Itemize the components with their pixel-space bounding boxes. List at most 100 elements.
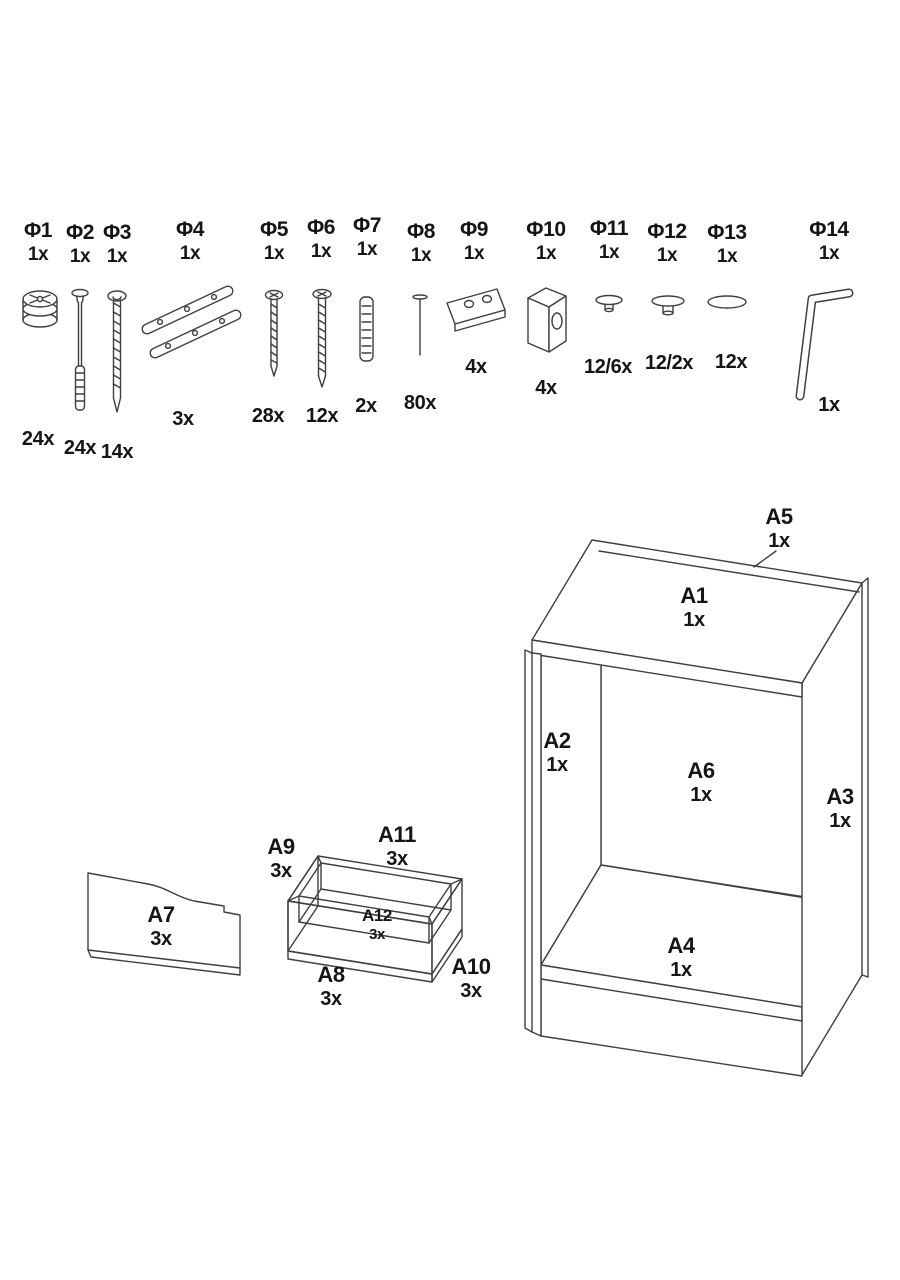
part-code: A4 [667,933,695,958]
part-count: 1x [768,529,790,552]
part-count: 1x [829,809,851,832]
part-code: Φ2 [65,221,95,244]
part-code: Φ13 [707,221,747,244]
panel-label-a5: A5 1x [765,504,793,554]
part-count: 1x [310,240,332,262]
part-code: Φ14 [809,218,849,241]
cover-cap-small-icon [595,294,623,313]
part-count: 1x [263,242,285,264]
part-code: A11 [378,822,416,847]
part-count: 1x [410,244,432,266]
part-code: Φ7 [352,214,382,237]
panel-label-a1: A1 1x [680,583,708,633]
part-code: Φ4 [175,218,205,241]
part-count: 3x [320,987,342,1010]
cam-lock-icon [22,290,58,328]
part-code: A9 [267,834,295,859]
part-count: 3x [270,859,292,882]
hw-qty-phi12: 12/2x [644,352,694,374]
part-count: 1x [670,958,692,981]
panel-label-a6: A6 1x [687,758,715,808]
part-code: A6 [687,758,715,783]
hw-label-phi3: Φ3 1x [102,221,132,268]
part-count: 3x [150,927,172,950]
hw-qty-phi11: 12/6x [583,356,633,378]
part-code: A1 [680,583,708,608]
hw-qty-phi1: 24x [21,428,55,450]
panel-label-a2: A2 1x [543,728,571,778]
hw-label-phi6: Φ6 1x [306,216,336,263]
part-code: A2 [543,728,571,753]
part-count: 1x [463,242,485,264]
part-count: 1x [535,242,557,264]
part-code: Φ3 [102,221,132,244]
screw-icon [264,289,284,377]
part-count: 3x [460,979,482,1002]
hw-qty-phi6: 12x [305,405,339,427]
hw-label-phi14: Φ14 1x [809,218,849,265]
part-code: A10 [451,954,491,979]
panel-label-a8: A8 3x [317,962,345,1012]
part-count: 1x [27,243,49,265]
hw-qty-phi4: 3x [172,408,194,430]
hw-qty-phi7: 2x [355,395,377,417]
part-count: 1x [546,753,568,776]
hw-label-phi2: Φ2 1x [65,221,95,268]
hw-qty-phi5: 28x [251,405,285,427]
part-count: 1x [69,245,91,267]
hw-label-phi12: Φ12 1x [647,220,687,267]
hw-qty-phi10: 4x [535,377,557,399]
hw-label-phi11: Φ11 1x [589,217,629,264]
part-count: 1x [598,241,620,263]
part-count: 1x [683,608,705,631]
panel-label-a10: A10 3x [451,954,491,1004]
part-code: A5 [765,504,793,529]
part-count: 1x [818,242,840,264]
part-count: 1x [690,783,712,806]
hw-label-phi1: Φ1 1x [23,219,53,266]
hw-qty-phi14: 1x [818,394,840,416]
hw-qty-phi9: 4x [465,356,487,378]
part-code: A12 [362,906,392,925]
part-count: 1x [656,244,678,266]
panel-label-a12: A12 3x [362,906,392,944]
hw-qty-phi8: 80x [403,392,437,414]
wooden-dowel-icon [359,296,374,362]
hw-label-phi9: Φ9 1x [459,218,489,265]
allen-key-icon [795,288,854,401]
cover-cap-icon [651,295,685,316]
part-code: Φ11 [589,217,629,240]
part-code: Φ1 [23,219,53,242]
long-screw-icon [107,290,127,413]
panel-label-a11: A11 3x [378,822,416,872]
hw-label-phi13: Φ13 1x [707,221,747,268]
panel-label-a4: A4 1x [667,933,695,983]
cover-cap-flat-icon [707,295,747,309]
panel-label-a9: A9 3x [267,834,295,884]
part-code: A7 [147,902,175,927]
part-count: 3x [369,926,385,944]
hw-label-phi5: Φ5 1x [260,218,289,265]
hw-label-phi7: Φ7 1x [352,214,382,261]
part-code: Φ6 [306,216,336,239]
flat-bracket-icon [446,288,506,332]
screw-large-icon [312,288,332,388]
front-panel-drawing [87,872,241,976]
corner-bracket-icon [527,287,567,353]
part-count: 1x [106,245,128,267]
hw-qty-phi2: 24x [63,437,97,459]
drawer-slides-icon [141,285,242,359]
part-count: 1x [356,238,378,260]
part-code: Φ12 [647,220,687,243]
part-code: Φ9 [459,218,489,241]
part-code: Φ8 [406,220,436,243]
hw-qty-phi3: 14x [100,441,134,463]
part-count: 1x [716,245,738,267]
part-code: A3 [826,784,854,809]
panel-label-a3: A3 1x [826,784,854,834]
panel-label-a7: A7 3x [147,902,175,952]
cam-bolt-icon [71,288,89,411]
part-count: 3x [386,847,408,870]
